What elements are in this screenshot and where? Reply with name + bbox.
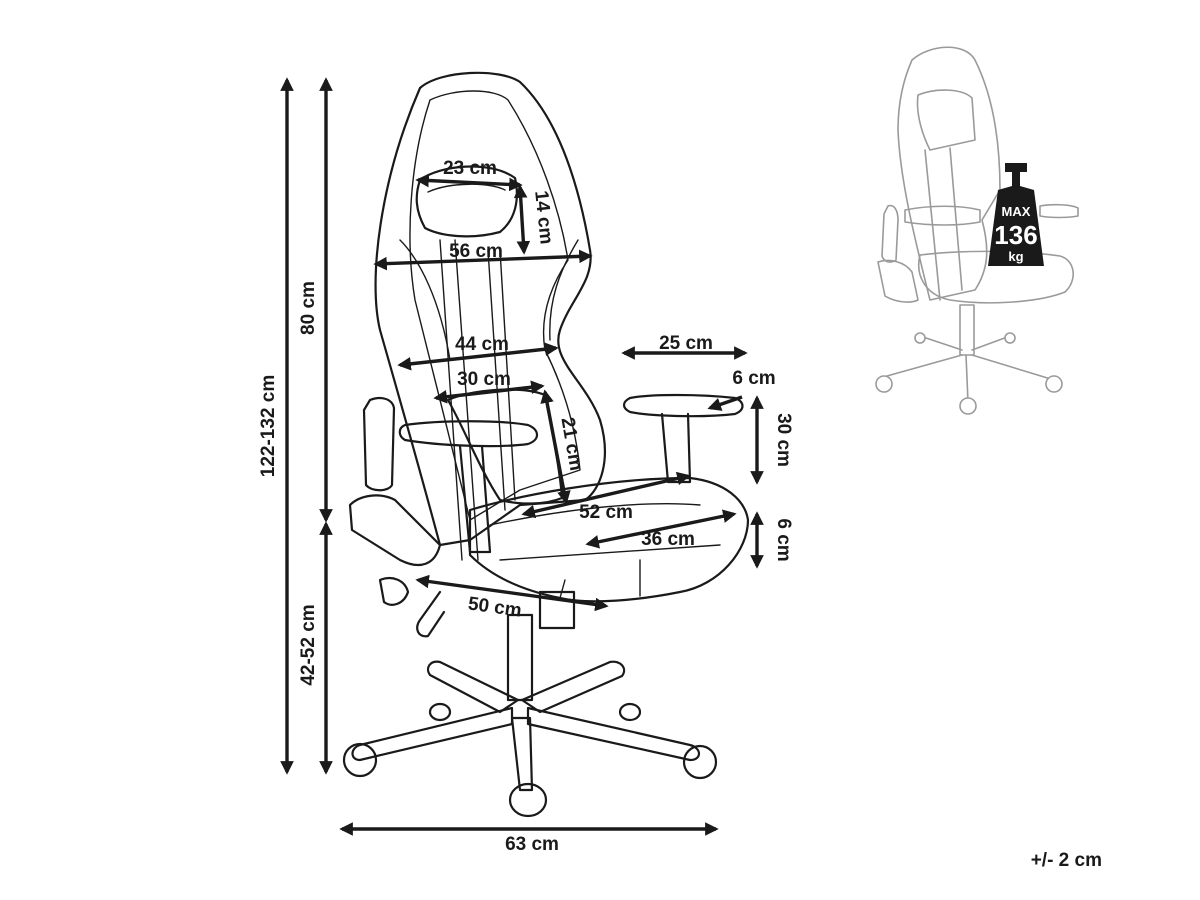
armrest-width-arrow — [707, 395, 743, 411]
seat-height-label: 42-52 cm — [298, 604, 319, 685]
headrest-height-arrow — [513, 184, 531, 255]
back-width-arrow — [397, 342, 559, 371]
badge-line2: 136 — [994, 220, 1037, 250]
dimension-arrows — [280, 77, 764, 836]
seat-thickness-label: 6 cm — [773, 518, 794, 561]
total-height-label: 122-132 cm — [258, 375, 279, 477]
lumbar-width-label: 30 cm — [457, 369, 511, 390]
badge-line1: MAX — [1002, 204, 1031, 219]
backrest-height-label: 80 cm — [298, 281, 319, 335]
dimension-labels: 122-132 cm 80 cm 42-52 cm 63 cm 23 cm 14… — [258, 158, 794, 855]
base-width-label: 63 cm — [505, 834, 559, 855]
headrest-width-arrow — [415, 173, 523, 192]
badge-line3: kg — [1008, 249, 1023, 264]
chair-drawing — [342, 71, 750, 818]
seat-total-depth-arrow — [415, 574, 609, 612]
armrest-length-label: 25 cm — [659, 333, 713, 354]
armrest-width-label: 6 cm — [732, 368, 775, 389]
seat-width-label: 36 cm — [641, 529, 695, 550]
seat-width-arrow — [585, 509, 737, 549]
weight-icon — [988, 163, 1044, 266]
headrest-height-label: 14 cm — [530, 190, 557, 246]
shoulder-width-label: 56 cm — [449, 241, 503, 262]
lumbar-width-arrow — [433, 380, 545, 404]
seat-depth-arrow — [521, 471, 691, 519]
shoulder-width-arrow — [373, 249, 593, 271]
headrest-width-label: 23 cm — [443, 158, 497, 179]
weight-badge: MAX 136 kg — [988, 163, 1044, 266]
armrest-height-label: 30 cm — [773, 413, 794, 467]
seat-total-depth-label: 50 cm — [467, 593, 523, 621]
seat-depth-label: 52 cm — [579, 502, 633, 523]
chair-thumbnail — [875, 46, 1079, 415]
back-width-label: 44 cm — [455, 334, 509, 355]
lumbar-height-label: 21 cm — [556, 416, 586, 473]
tolerance-note: +/- 2 cm — [1031, 850, 1102, 871]
